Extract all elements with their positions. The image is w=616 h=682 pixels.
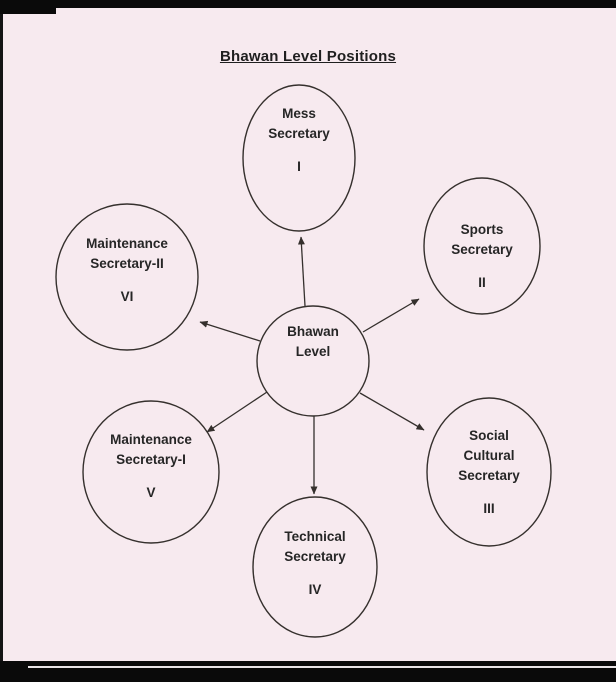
ellipse-sports-secretary [423, 177, 541, 315]
node-social-cultural-secretary: Social Cultural Secretary III [424, 426, 554, 519]
ellipse-mess-secretary [242, 84, 356, 232]
arrow-to-mess-secretary [297, 236, 306, 307]
node-sports-secretary: Sports Secretary II [417, 220, 547, 293]
node-bhawan-level-label: Bhawan Level [287, 324, 339, 359]
scan-bottom-page-edge [28, 666, 616, 668]
node-mess-secretary: Mess Secretary I [234, 104, 364, 177]
node-technical-secretary: Technical Secretary IV [250, 527, 380, 600]
node-maintenance-secretary-1: Maintenance Secretary-I V [76, 430, 226, 503]
ellipse-maintenance-secretary-1 [82, 400, 220, 544]
arrow-to-maintenance-secretary-2 [199, 320, 261, 342]
node-sports-secretary-numeral: II [478, 275, 486, 290]
arrow-to-maintenance-secretary-1 [206, 391, 268, 433]
node-maintenance-secretary-2: Maintenance Secretary-II VI [52, 234, 202, 307]
arrow-to-sports-secretary [362, 298, 420, 333]
node-maintenance-secretary-2-label: Maintenance Secretary-II [86, 236, 168, 271]
scan-top-left-corner [0, 0, 56, 14]
node-technical-secretary-numeral: IV [308, 582, 322, 597]
node-social-cultural-secretary-label: Social Cultural Secretary [458, 428, 520, 483]
arrow-to-social-cultural-secretary [359, 392, 425, 431]
scan-left-edge [0, 0, 3, 682]
node-technical-secretary-label: Technical Secretary [284, 529, 346, 564]
node-sports-secretary-label: Sports Secretary [451, 222, 513, 257]
node-mess-secretary-numeral: I [297, 159, 301, 174]
ellipse-maintenance-secretary-2 [55, 203, 199, 351]
node-maintenance-secretary-1-numeral: V [146, 485, 156, 500]
scan-top-bar [0, 0, 616, 8]
node-maintenance-secretary-1-label: Maintenance Secretary-I [110, 432, 192, 467]
ellipse-social-cultural-secretary [426, 397, 552, 547]
ellipse-bhawan-level [256, 305, 370, 417]
diagram-title: Bhawan Level Positions [219, 48, 397, 65]
node-bhawan-level: Bhawan Level [248, 322, 378, 362]
ellipse-technical-secretary [252, 496, 378, 638]
node-social-cultural-secretary-numeral: III [483, 501, 495, 516]
node-mess-secretary-label: Mess Secretary [268, 106, 330, 141]
node-maintenance-secretary-2-numeral: VI [120, 289, 134, 304]
